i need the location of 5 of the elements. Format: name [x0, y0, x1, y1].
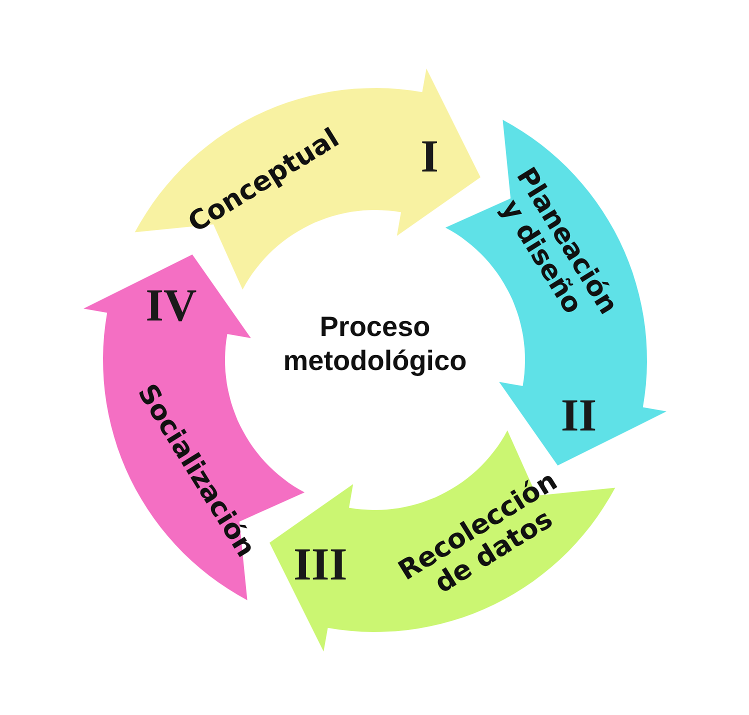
roman-numeral: II	[560, 388, 597, 442]
roman-numeral: IV	[146, 278, 197, 332]
roman-numeral: I	[420, 130, 439, 183]
roman-numeral: III	[294, 537, 348, 590]
center-heading: Proceso metodológico	[282, 310, 468, 378]
